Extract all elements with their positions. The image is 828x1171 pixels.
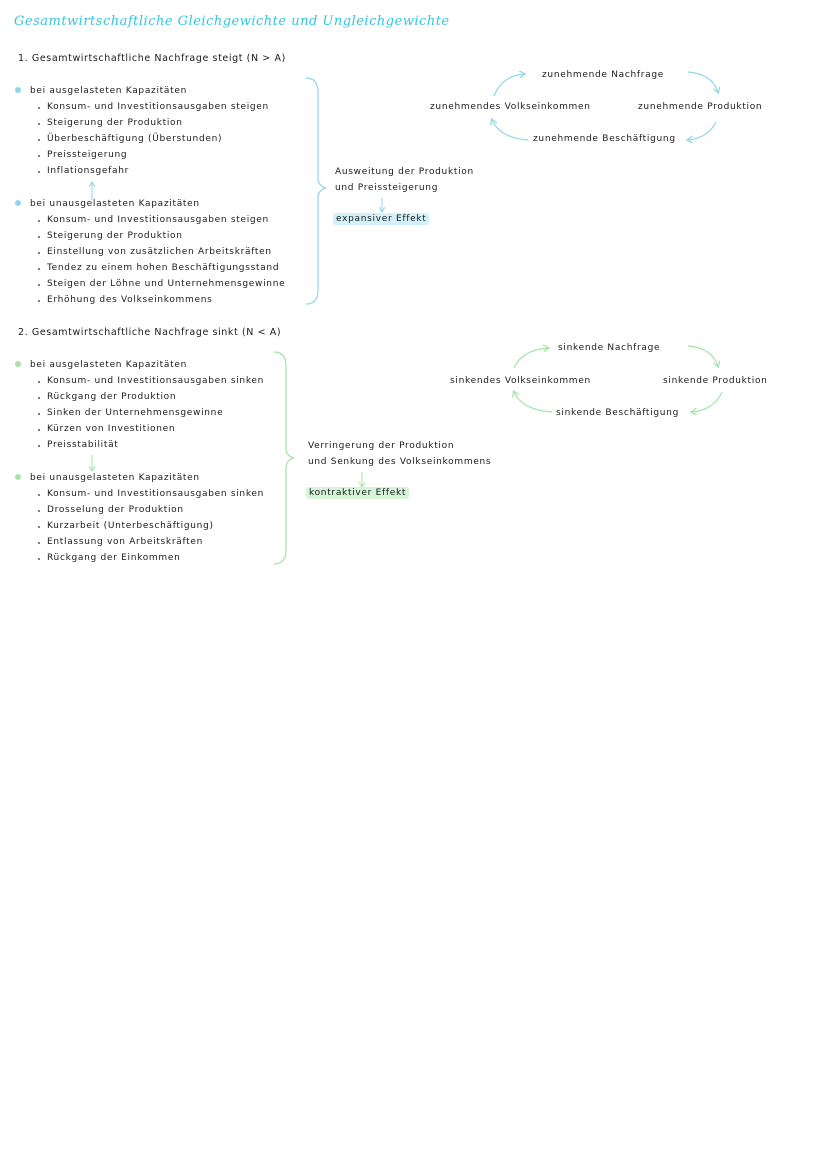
bullet-dot [15, 474, 21, 480]
section1-group1-label: bei ausgelasteten Kapazitäten [30, 86, 187, 96]
cycle2-right: sinkende Produktion [663, 376, 768, 386]
cycle2-left: sinkendes Volkseinkommen [450, 376, 591, 386]
bullet-dot [15, 361, 21, 367]
cycle1-bottom: zunehmende Beschäftigung [533, 134, 676, 144]
cycle1-arc-left-top [493, 74, 524, 97]
list-item: Konsum- und Investitionsausgaben sinken [47, 376, 265, 386]
list-item: Rückgang der Einkommen [47, 553, 181, 563]
list-bullet [38, 268, 40, 270]
list-bullet [38, 155, 40, 157]
list-item: Kürzen von Investitionen [47, 424, 176, 434]
list-bullet [38, 220, 40, 222]
section2-result-line2: und Senkung des Volkseinkommens [308, 457, 492, 467]
list-bullet [38, 139, 40, 141]
list-bullet [38, 236, 40, 238]
list-item: Kurzarbeit (Unterbeschäftigung) [47, 521, 214, 531]
list-item: Einstellung von zusätzlichen Arbeitskräf… [47, 247, 272, 257]
cycle2-top: sinkende Nachfrage [558, 343, 661, 353]
list-item: Rückgang der Produktion [47, 392, 177, 402]
list-bullet [38, 171, 40, 173]
section1-effect: expansiver Effekt [333, 213, 430, 225]
list-item: Konsum- und Investitionsausgaben sinken [47, 489, 265, 499]
section2-result-line1: Verringerung der Produktion [308, 441, 455, 451]
list-item: Preissteigerung [47, 150, 128, 160]
cycle1-left: zunehmendes Volkseinkommen [430, 102, 591, 112]
section1-result-line2: und Preissteigerung [335, 183, 439, 193]
cycle1-arc-right-bottom [688, 121, 717, 140]
list-item: Inflationsgefahr [47, 166, 130, 176]
cycle2-bottom: sinkende Beschäftigung [556, 408, 679, 418]
cycle1-arc-top-right [687, 71, 718, 92]
list-bullet [38, 381, 40, 383]
list-bullet [38, 542, 40, 544]
list-item: Steigerung der Produktion [47, 118, 183, 128]
cycle1-arc-bottom-left [492, 120, 529, 141]
section2-effect: kontraktiver Effekt [306, 487, 410, 499]
list-item: Konsum- und Investitionsausgaben steigen [47, 215, 269, 225]
list-item: Preisstabilität [47, 440, 119, 450]
list-item: Tendez zu einem hohen Beschäftigungsstan… [47, 263, 280, 273]
section1-result-line1: Ausweitung der Produktion [335, 167, 474, 177]
bracket-section1 [305, 77, 327, 305]
list-bullet [38, 123, 40, 125]
list-item: Sinken der Unternehmensgewinne [47, 408, 224, 418]
list-item: Steigen der Löhne und Unternehmensgewinn… [47, 279, 286, 289]
list-bullet [38, 445, 40, 447]
list-bullet [38, 252, 40, 254]
list-bullet [38, 510, 40, 512]
section2-group2-label: bei unausgelasteten Kapazitäten [30, 473, 200, 483]
list-item: Entlassung von Arbeitskräften [47, 537, 204, 547]
cycle2-arc-top-right [687, 345, 718, 366]
list-item: Überbeschäftigung (Überstunden) [47, 134, 223, 144]
list-bullet [38, 494, 40, 496]
cycle1-top: zunehmende Nachfrage [542, 70, 665, 80]
list-bullet [38, 284, 40, 286]
list-item: Steigerung der Produktion [47, 231, 183, 241]
list-bullet [38, 107, 40, 109]
list-bullet [38, 526, 40, 528]
list-bullet [38, 413, 40, 415]
list-item: Drosselung der Produktion [47, 505, 184, 515]
section1-group2-label: bei unausgelasteten Kapazitäten [30, 199, 200, 209]
page-title: Gesamtwirtschaftliche Gleichgewichte und… [14, 14, 450, 29]
section2-group1-label: bei ausgelasteten Kapazitäten [30, 360, 187, 370]
bracket-section2 [273, 351, 295, 565]
list-item: Erhöhung des Volkseinkommens [47, 295, 213, 305]
cycle1-right: zunehmende Produktion [638, 102, 763, 112]
bullet-dot [15, 200, 21, 206]
list-item: Konsum- und Investitionsausgaben steigen [47, 102, 269, 112]
cycle2-arc-right-bottom [692, 391, 723, 412]
bullet-dot [15, 87, 21, 93]
list-bullet [38, 300, 40, 302]
section2-heading: 2. Gesamtwirtschaftliche Nachfrage sinkt… [18, 327, 282, 338]
list-bullet [38, 558, 40, 560]
cycle2-arc-left-top [513, 348, 548, 369]
list-bullet [38, 397, 40, 399]
list-bullet [38, 429, 40, 431]
section1-heading: 1. Gesamtwirtschaftliche Nachfrage steig… [18, 53, 286, 64]
cycle2-arc-bottom-left [514, 392, 553, 413]
